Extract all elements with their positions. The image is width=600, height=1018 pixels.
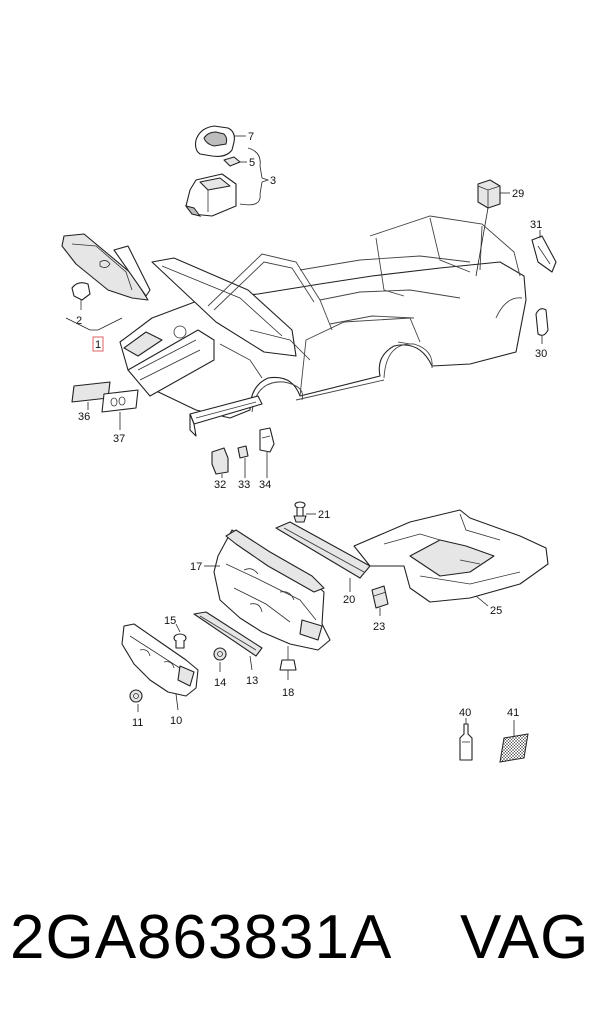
callout-32: 32 <box>214 479 226 491</box>
part-11-nut <box>129 689 143 703</box>
callout-40: 40 <box>459 707 471 719</box>
callout-2: 2 <box>76 315 82 327</box>
part-25-floor-insulation <box>353 509 549 603</box>
callout-23: 23 <box>373 621 385 633</box>
callout-1: 1 <box>95 339 101 351</box>
callout-33: 33 <box>238 479 250 491</box>
part-5-clip <box>223 156 241 167</box>
part-13-strip <box>193 611 263 657</box>
front-crossmember <box>189 395 263 437</box>
part-1-insulation-pad <box>61 233 151 301</box>
part-31-bracket <box>531 235 557 273</box>
part-21-screw <box>293 501 307 523</box>
callout-29: 29 <box>512 188 524 200</box>
part-10-insulation <box>121 623 199 697</box>
part-40-adhesive-bottle <box>459 723 473 761</box>
part-2-clip <box>71 282 91 310</box>
part-7-cap <box>194 125 235 157</box>
callout-7: 7 <box>248 131 254 143</box>
part-3-housing <box>184 173 237 217</box>
callout-18: 18 <box>282 687 294 699</box>
callout-17: 17 <box>190 561 202 573</box>
part-29-block <box>477 179 501 209</box>
parts-diagram: 7 5 3 2 1 <box>61 125 557 763</box>
callout-20: 20 <box>343 594 355 606</box>
part-15-screw <box>173 633 187 649</box>
callout-5: 5 <box>249 157 255 169</box>
callout-37: 37 <box>113 433 125 445</box>
part-18-clip <box>279 646 297 671</box>
part-41-mesh-pad <box>499 733 529 763</box>
footer: 2GA863831A VAG <box>0 890 600 990</box>
callout-13: 13 <box>246 675 258 687</box>
callout-25: 25 <box>490 605 502 617</box>
part-30-cover <box>535 308 549 336</box>
callout-3: 3 <box>270 175 276 187</box>
callout-11: 11 <box>132 717 143 729</box>
part-14-nut <box>213 647 227 661</box>
part-33-pad <box>237 445 249 459</box>
part-17-bulkhead-insulation <box>213 529 331 651</box>
part-23-pad <box>371 585 389 609</box>
callout-34: 34 <box>259 479 271 491</box>
callout-10: 10 <box>170 715 182 727</box>
part-37-pad <box>101 389 139 413</box>
car-body <box>119 215 527 419</box>
brand-label: VAG <box>460 903 590 972</box>
callout-15: 15 <box>164 615 176 627</box>
part-number: 2GA863831A <box>10 903 393 972</box>
part-34-bracket <box>259 427 275 453</box>
part-32-bracket <box>211 447 229 475</box>
callout-36: 36 <box>78 411 90 423</box>
callout-41: 41 <box>507 707 519 719</box>
highlight-box-1 <box>92 336 104 352</box>
callout-21: 21 <box>318 509 330 521</box>
callout-31: 31 <box>530 219 542 231</box>
callout-30: 30 <box>535 348 547 360</box>
callout-14: 14 <box>214 677 226 689</box>
